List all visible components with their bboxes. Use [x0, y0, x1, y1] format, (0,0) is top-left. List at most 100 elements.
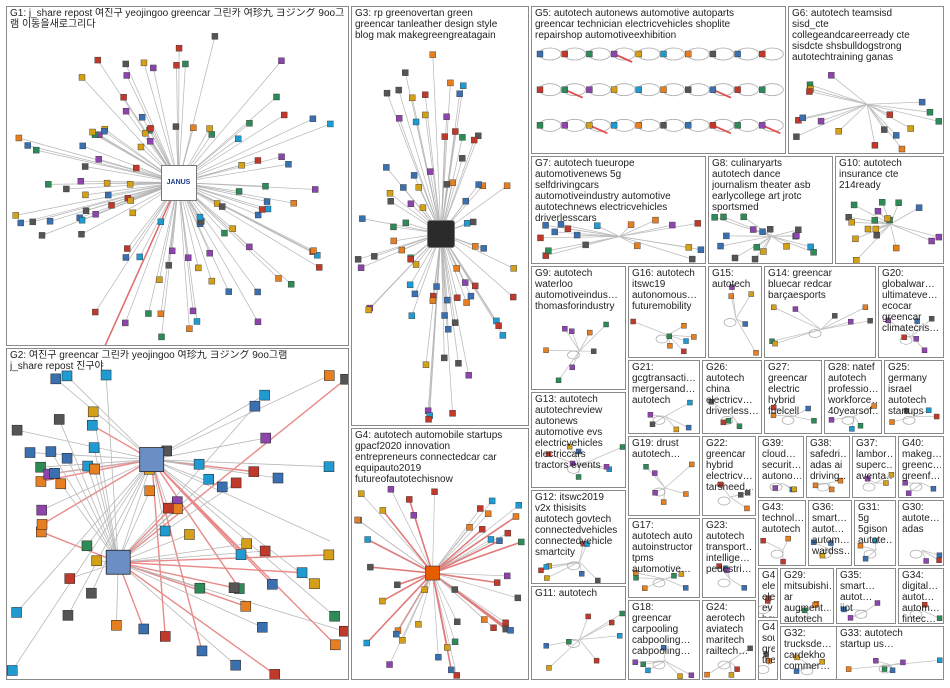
node [387, 198, 394, 205]
node [561, 86, 568, 93]
edge [58, 419, 119, 563]
node [660, 50, 667, 58]
node [280, 111, 288, 119]
edge [440, 233, 504, 336]
node [472, 282, 479, 290]
edge [619, 236, 693, 260]
node [729, 284, 735, 290]
node [327, 120, 334, 128]
node [394, 581, 401, 589]
node [901, 334, 907, 340]
group-graph-g37 [862, 472, 895, 492]
node [669, 221, 676, 229]
node [323, 370, 335, 381]
node [379, 507, 387, 514]
group-graph-g5 [536, 47, 784, 135]
node [309, 115, 317, 122]
node [584, 541, 590, 547]
edge [706, 660, 731, 675]
node [272, 472, 284, 484]
edge [831, 75, 868, 105]
edge [41, 459, 152, 511]
node [53, 414, 65, 425]
edge-loop [769, 482, 783, 492]
edge [890, 659, 940, 666]
edge [178, 182, 190, 329]
group-g7: G7: autotech tueurope automotivenews 5g … [531, 156, 706, 264]
edge-loop [808, 329, 822, 338]
node [50, 373, 62, 385]
group-g41: G41: southko… greencar thehatio… [758, 620, 778, 680]
edge [664, 487, 686, 495]
node [753, 350, 759, 356]
node [162, 502, 174, 514]
node [124, 245, 131, 252]
node [760, 248, 767, 255]
node [316, 264, 323, 271]
node [871, 142, 879, 149]
node [819, 552, 826, 559]
node [142, 129, 149, 137]
edge [178, 60, 282, 183]
node [407, 256, 414, 263]
node [175, 44, 183, 52]
node [610, 122, 618, 129]
edge [571, 331, 580, 352]
node [86, 587, 97, 599]
node [103, 179, 111, 187]
node [694, 220, 701, 227]
node [751, 255, 759, 263]
node [569, 328, 575, 334]
node [845, 666, 852, 672]
node [475, 132, 482, 140]
node [228, 582, 240, 594]
edge [579, 616, 589, 640]
node [691, 334, 697, 340]
edge [771, 235, 811, 248]
node [399, 637, 406, 644]
node [17, 219, 24, 227]
edge [118, 561, 200, 589]
edge [597, 225, 620, 237]
node [923, 558, 929, 564]
node [807, 243, 814, 251]
group-g31: G31: 5g 5gison autote… [854, 500, 896, 566]
group-graph-g26 [708, 399, 743, 429]
group-graph-g13 [545, 443, 625, 480]
edge [432, 508, 481, 574]
edge-loop [567, 465, 580, 474]
node [364, 536, 371, 543]
node [156, 276, 163, 283]
edge [48, 182, 179, 185]
group-g26: G26: autotech china electricv… driverles… [702, 360, 762, 434]
edge [579, 561, 599, 581]
node [123, 72, 130, 79]
edge [91, 459, 153, 594]
node [806, 88, 813, 95]
node [422, 91, 429, 98]
node [889, 419, 895, 425]
node [88, 442, 100, 453]
group-graph-g8 [711, 213, 817, 263]
node [817, 117, 825, 125]
node [129, 209, 137, 217]
group-g36: G36: smart… autot… autom… wardss… [808, 500, 852, 566]
edge [802, 103, 868, 119]
edge-loop [902, 415, 916, 425]
node [566, 639, 572, 645]
node [747, 645, 753, 652]
node [358, 490, 365, 497]
edge [820, 321, 851, 330]
edge [178, 118, 314, 183]
node [744, 490, 751, 496]
node [219, 203, 226, 210]
node [935, 233, 943, 241]
node [461, 279, 469, 286]
edge [54, 459, 152, 474]
edge-loop [652, 660, 666, 670]
edge [151, 459, 242, 556]
node [147, 125, 154, 132]
edge [178, 36, 216, 183]
edge [16, 459, 152, 613]
